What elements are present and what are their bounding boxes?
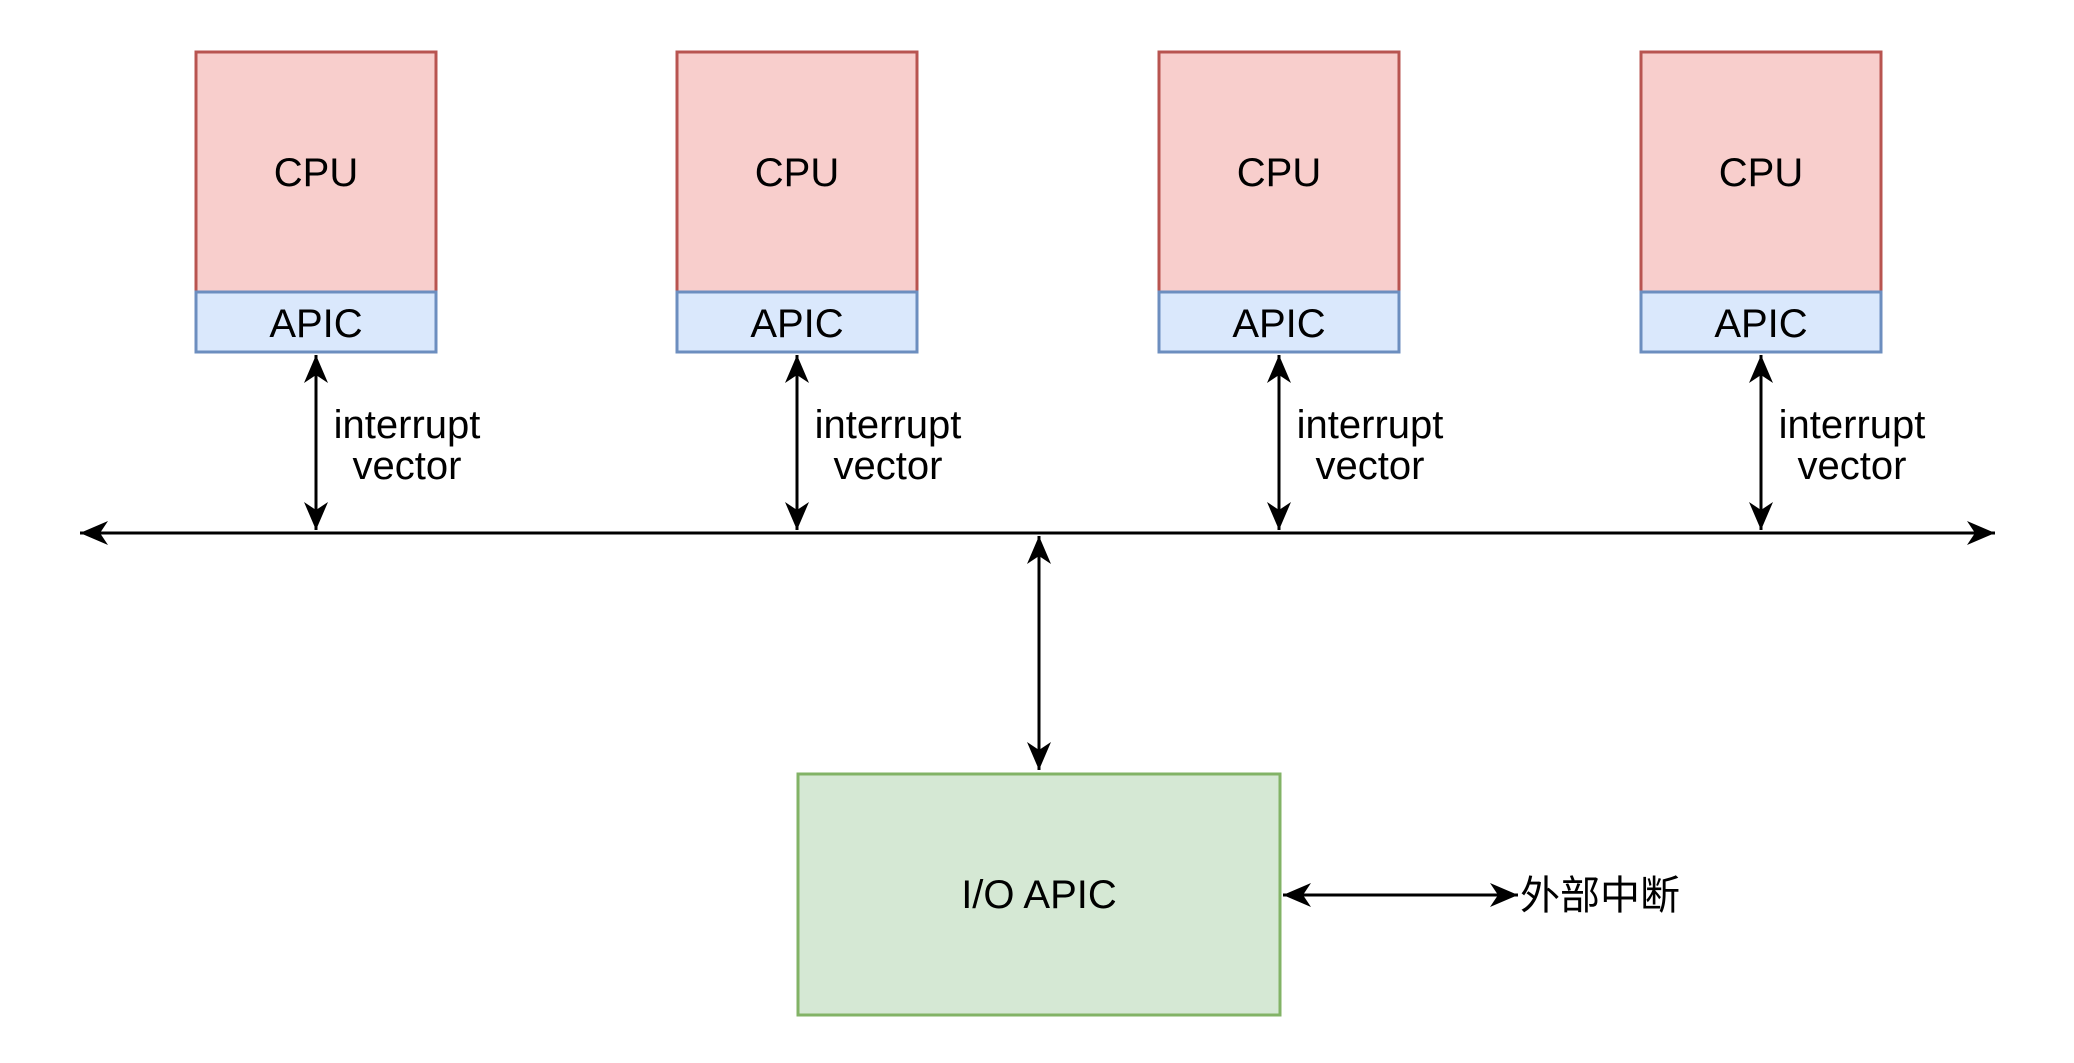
cpu-node-3: CPU APIC interrupt vector xyxy=(1157,50,1444,530)
cpu-node-1: CPU APIC interrupt vector xyxy=(194,50,481,530)
cpu-label: CPU xyxy=(274,151,358,195)
cpu-box xyxy=(675,50,919,294)
cpu-label: CPU xyxy=(1719,151,1803,195)
apic-box xyxy=(1157,290,1401,354)
io-apic-label: I/O APIC xyxy=(961,873,1117,917)
io-apic-node: I/O APIC 外部中断 xyxy=(796,536,1680,1017)
io-apic-box xyxy=(796,772,1282,1017)
apic-box xyxy=(675,290,919,354)
cpu-box xyxy=(1639,50,1883,294)
link-label-line1: interrupt xyxy=(1779,403,1926,447)
apic-label: APIC xyxy=(269,302,362,346)
cpu-label: CPU xyxy=(1237,151,1321,195)
apic-label: APIC xyxy=(1232,302,1325,346)
apic-box xyxy=(1639,290,1883,354)
apic-label: APIC xyxy=(750,302,843,346)
apic-box xyxy=(194,290,438,354)
apic-label: APIC xyxy=(1714,302,1807,346)
link-label-line1: interrupt xyxy=(334,403,481,447)
cpu-label: CPU xyxy=(755,151,839,195)
link-label-line2: vector xyxy=(1316,444,1425,488)
link-label-line2: vector xyxy=(1798,444,1907,488)
link-label-line1: interrupt xyxy=(1297,403,1444,447)
cpu-node-2: CPU APIC interrupt vector xyxy=(675,50,962,530)
external-interrupt-label: 外部中断 xyxy=(1520,873,1680,919)
link-label-line1: interrupt xyxy=(815,403,962,447)
link-label-line2: vector xyxy=(834,444,943,488)
link-label-line2: vector xyxy=(353,444,462,488)
cpu-node-4: CPU APIC interrupt vector xyxy=(1639,50,1926,530)
